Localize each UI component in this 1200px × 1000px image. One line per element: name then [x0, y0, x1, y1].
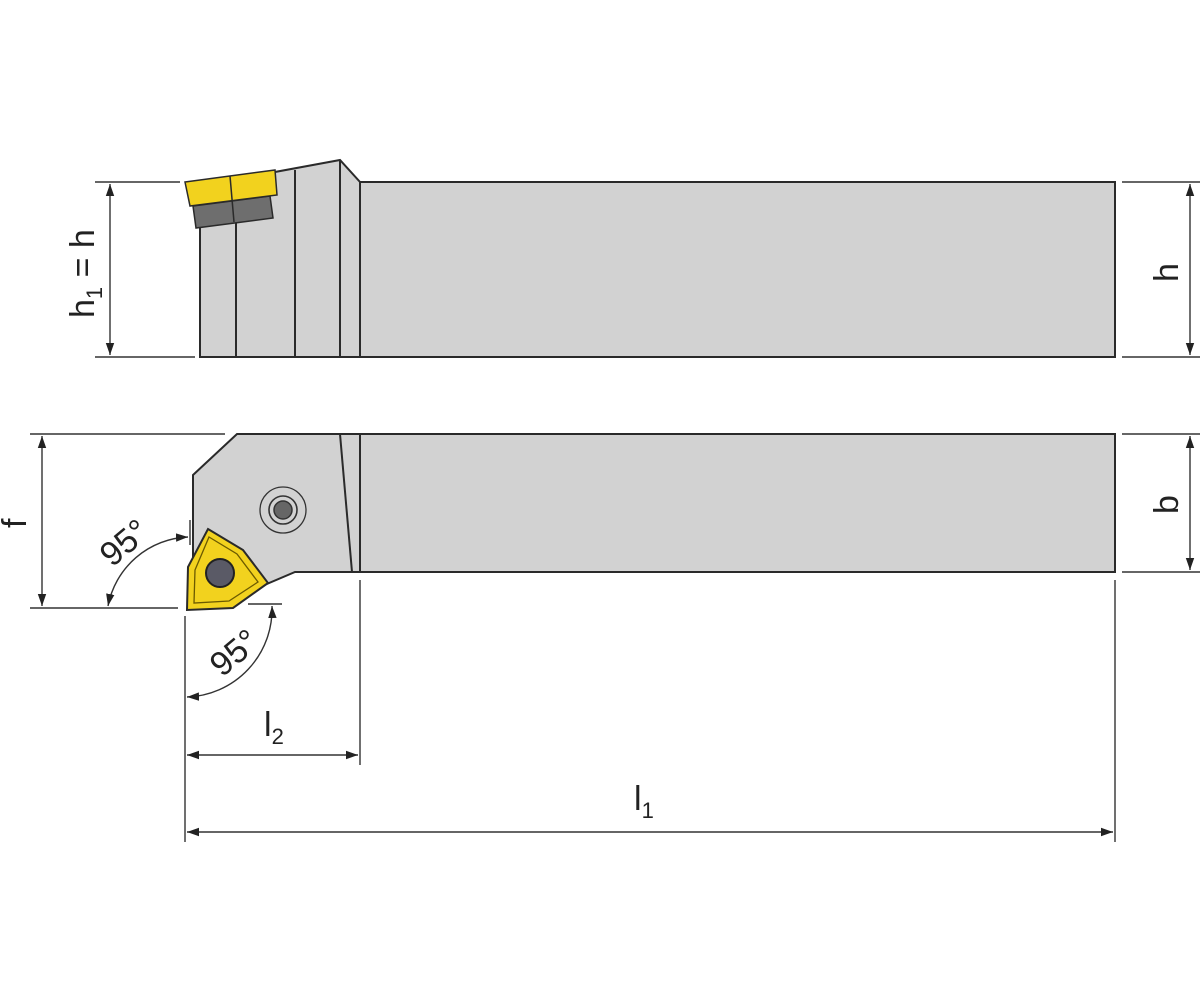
shank-side: [359, 181, 1116, 358]
label-b: b: [1148, 495, 1186, 514]
dimension-l2: l2: [184, 580, 361, 842]
top-view: [185, 433, 1116, 612]
dimension-l1: l1: [187, 580, 1116, 842]
dimension-b: b: [1122, 433, 1200, 573]
label-l1: l1: [634, 780, 654, 823]
dimension-h1: h1 = h: [64, 181, 195, 358]
label-l2: l2: [264, 706, 284, 749]
side-view: [184, 158, 1116, 358]
shank-top: [359, 433, 1116, 573]
clamp-screw: [259, 486, 307, 534]
angle-bottom: 95°: [186, 603, 282, 701]
angle-top: 95°: [93, 512, 191, 607]
dimension-h: h: [1122, 181, 1200, 358]
label-h1: h1 = h: [64, 229, 107, 318]
label-f: f: [0, 518, 34, 528]
label-angle-bottom: 95°: [203, 622, 267, 684]
label-h: h: [1148, 263, 1186, 282]
insert-hole: [205, 558, 235, 588]
label-angle-top: 95°: [93, 512, 157, 574]
dimension-f: f: [0, 433, 225, 609]
